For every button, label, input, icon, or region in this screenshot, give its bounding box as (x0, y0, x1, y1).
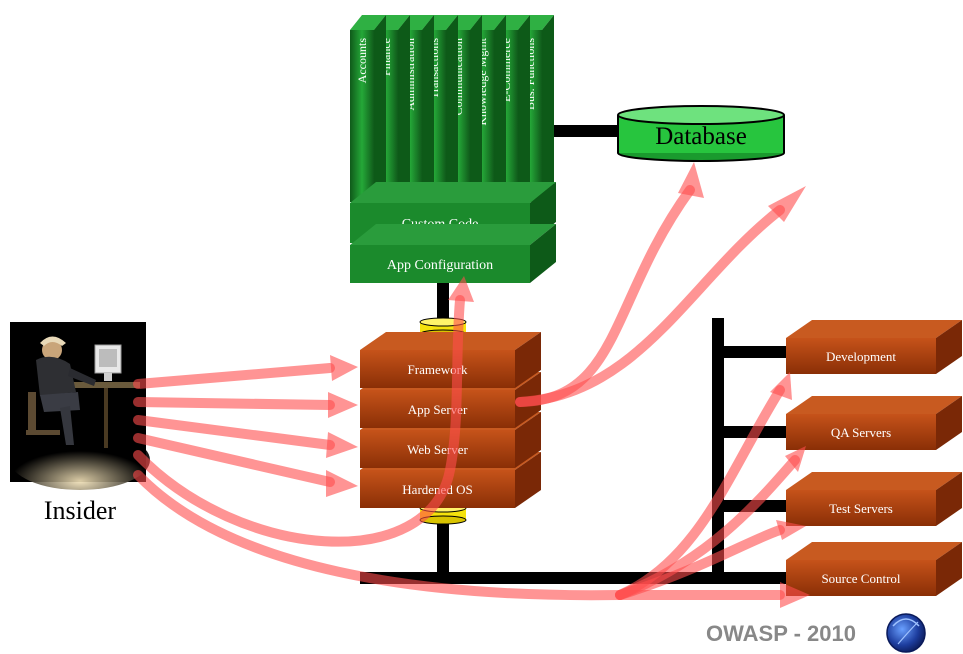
footer-label: OWASP - 2010 (706, 621, 856, 646)
arrow-to-framework (138, 368, 330, 384)
module-accounts: Accounts (350, 15, 386, 202)
server-source-control: Source Control (786, 542, 962, 596)
server-label: Development (826, 349, 896, 364)
server-layer-framework: Framework (360, 332, 541, 388)
owasp-globe-icon (887, 614, 925, 652)
server-label: QA Servers (831, 425, 891, 440)
database-cylinder: Database (618, 106, 784, 161)
insider-label: Insider (44, 496, 117, 525)
server-label: Source Control (821, 571, 900, 586)
server-test-servers: Test Servers (786, 472, 962, 526)
arrow-to-external (520, 210, 780, 402)
application-stack: Bus. FunctionsE-CommerceKnowledge MgmtCo… (350, 15, 554, 202)
server-qa-servers: QA Servers (786, 396, 962, 450)
arrow-to-app-server (138, 402, 330, 405)
arrow-to-test-servers (620, 530, 780, 595)
server-layer-label: Web Server (407, 442, 468, 457)
app-configuration-layer: App Configuration (350, 224, 556, 283)
database-label: Database (655, 123, 747, 150)
insider-photo (10, 322, 150, 490)
module-label: Accounts (355, 38, 369, 84)
server-label: Test Servers (829, 501, 893, 516)
server-development: Development (786, 320, 962, 374)
app-configuration-label: App Configuration (387, 258, 493, 273)
